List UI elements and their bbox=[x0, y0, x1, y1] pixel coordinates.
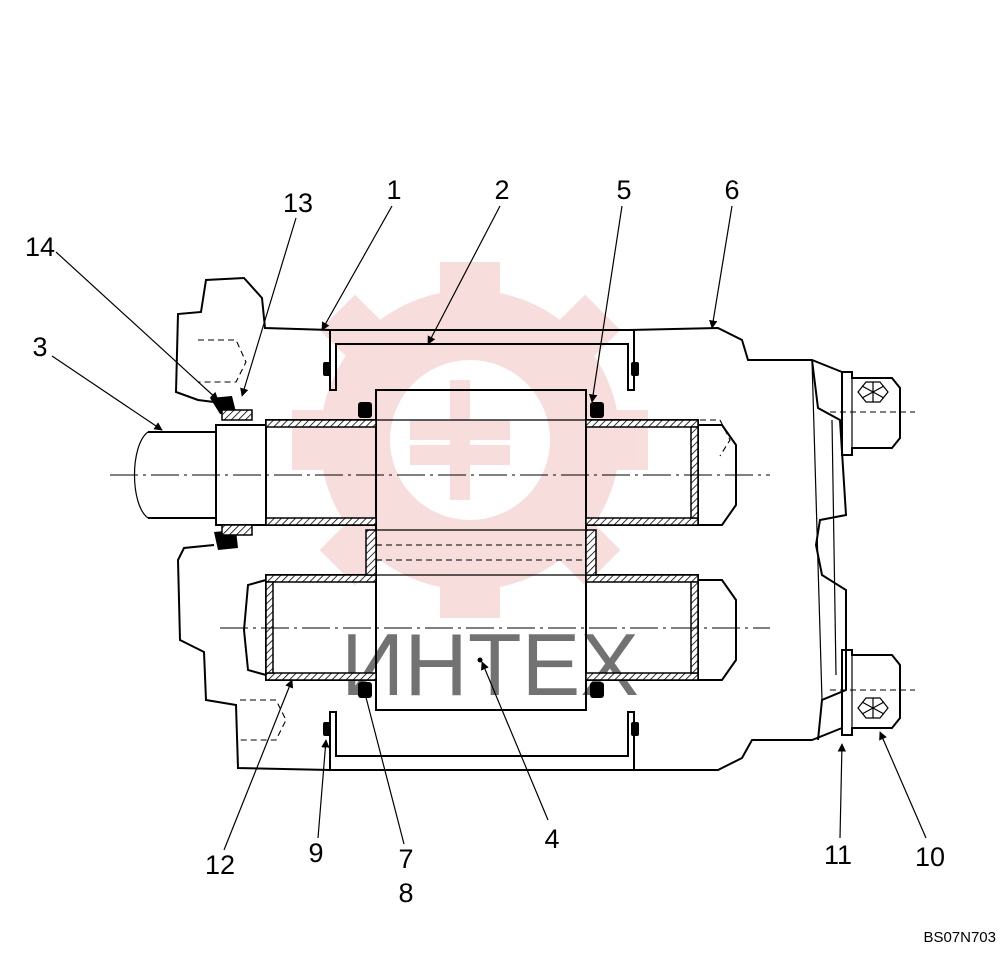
callout-11: 11 bbox=[824, 840, 852, 870]
leader-lines bbox=[51, 205, 927, 851]
callout-6: 6 bbox=[724, 175, 739, 205]
bolt-head-icon bbox=[857, 697, 889, 719]
callout-9: 9 bbox=[308, 838, 323, 868]
callout-labels: 1 2 3 4 5 6 7 8 9 10 11 12 13 14 bbox=[25, 175, 945, 908]
callout-8: 8 bbox=[398, 878, 413, 908]
callout-12: 12 bbox=[205, 850, 235, 880]
bolt-head-icon bbox=[857, 381, 889, 403]
callout-10: 10 bbox=[915, 842, 945, 872]
callout-4: 4 bbox=[544, 824, 559, 854]
callout-1: 1 bbox=[386, 175, 401, 205]
bolts bbox=[830, 371, 915, 736]
watermark-text: ИНТЕХ bbox=[341, 615, 639, 714]
callout-2: 2 bbox=[494, 175, 509, 205]
pump-housing bbox=[174, 276, 848, 771]
callout-14: 14 bbox=[25, 232, 55, 262]
drawing-code: BS07N703 bbox=[923, 929, 996, 946]
callout-3: 3 bbox=[32, 332, 47, 362]
seals bbox=[210, 362, 639, 736]
callout-7: 7 bbox=[398, 844, 413, 874]
callout-5: 5 bbox=[616, 175, 631, 205]
callout-13: 13 bbox=[283, 188, 313, 218]
